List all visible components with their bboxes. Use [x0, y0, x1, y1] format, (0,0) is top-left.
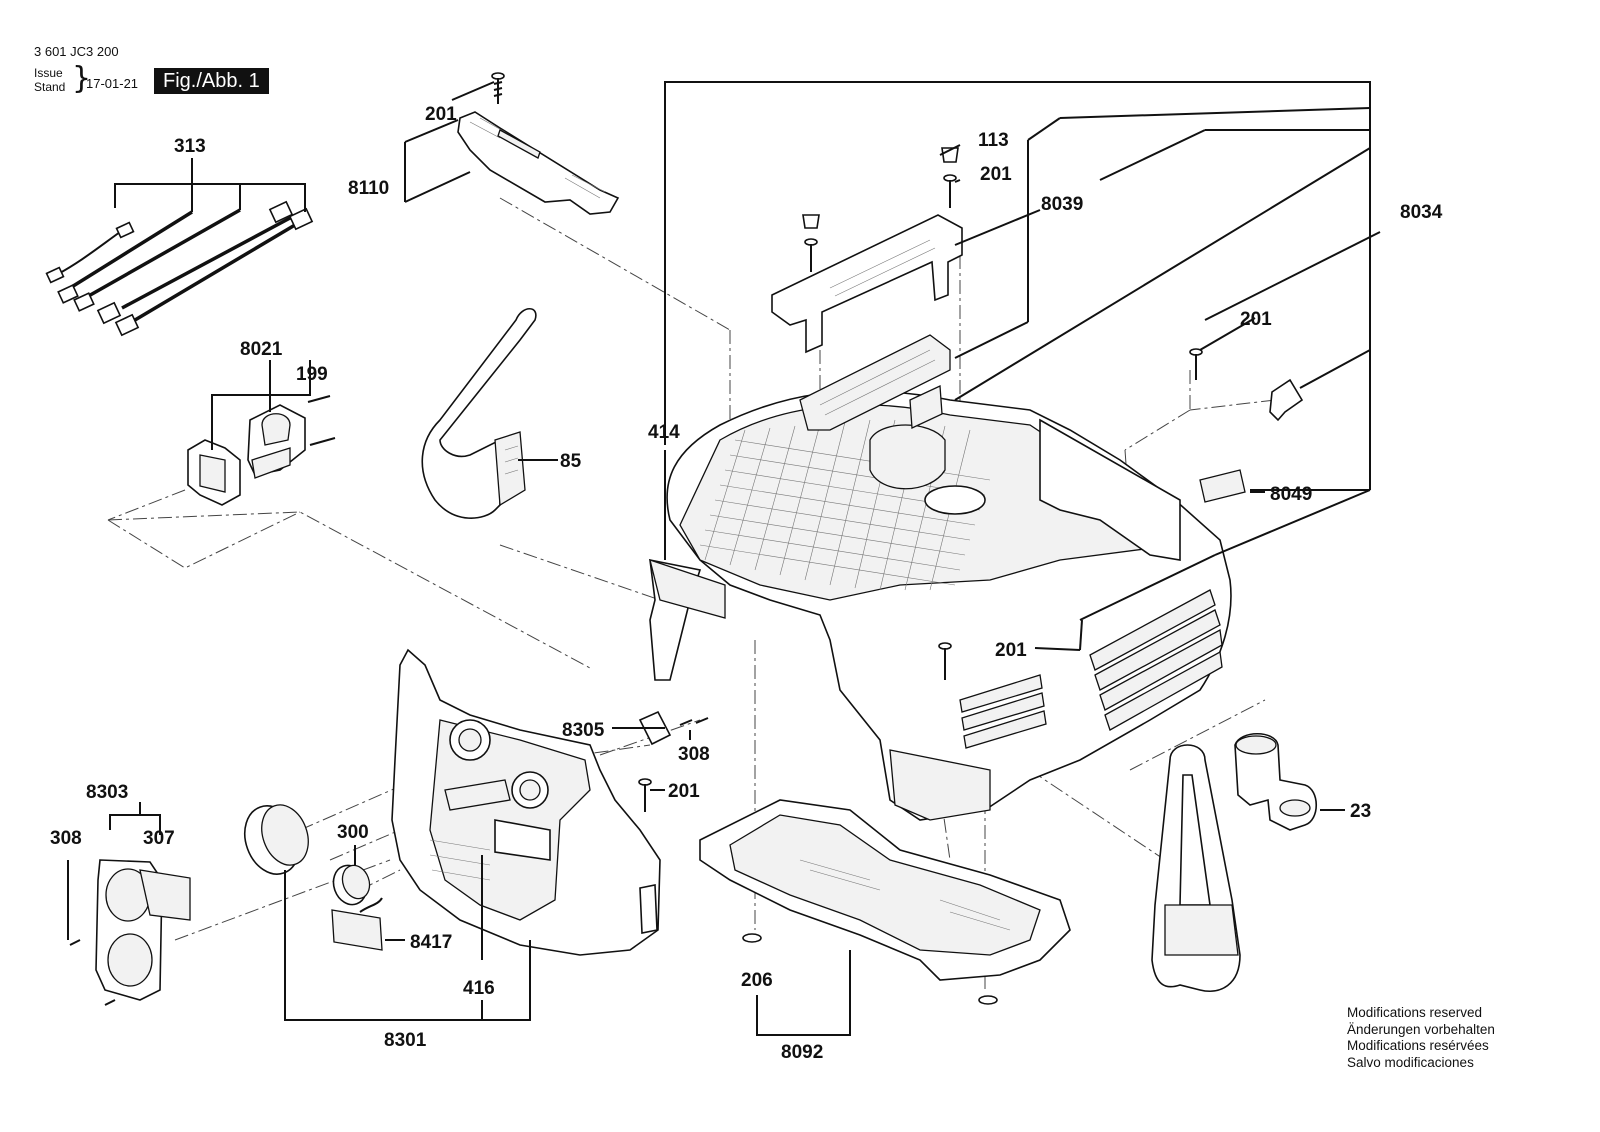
figure-badge: Fig./Abb. 1 [154, 68, 269, 94]
label-8301: 8301 [384, 1030, 427, 1051]
leader-lines [67, 81, 1381, 1036]
label-8034: 8034 [1400, 202, 1443, 223]
label-201-mid: 201 [995, 640, 1027, 661]
label-300: 300 [337, 822, 369, 843]
issue-date: 17-01-21 [86, 76, 139, 91]
carry-handle-8039 [771, 214, 963, 431]
note-en: Modifications reserved [1347, 1005, 1483, 1020]
latch-414 [649, 558, 726, 681]
screw-201-mid [938, 642, 952, 680]
note-fr: Modifications resérvées [1347, 1038, 1489, 1053]
part-number-labels: 313 201 8110 113 201 8039 8034 201 8049 … [50, 104, 1443, 1063]
label-8110: 8110 [348, 178, 389, 199]
main-housing-8034 [666, 390, 1232, 821]
label-414: 414 [648, 422, 680, 443]
label-307: 307 [143, 828, 175, 849]
label-8049: 8049 [1270, 484, 1312, 505]
note-de: Änderungen vorbehalten [1347, 1021, 1495, 1037]
knob-300 [332, 864, 371, 906]
label-201-right: 201 [1240, 309, 1272, 330]
label-201-top: 201 [425, 104, 457, 125]
label-313: 313 [174, 136, 206, 157]
label-416: 416 [463, 978, 495, 999]
housing-grid [699, 419, 991, 591]
note-es: Salvo modificaciones [1347, 1054, 1474, 1070]
issue-label: Issue Stand [34, 66, 65, 94]
label-8417: 8417 [410, 932, 452, 953]
label-8092: 8092 [781, 1042, 823, 1063]
issue-label-en: Issue [34, 66, 63, 80]
issue-label-de: Stand [34, 80, 66, 94]
label-8021: 8021 [240, 339, 283, 360]
label-201-handle: 201 [980, 164, 1012, 185]
label-206: 206 [741, 970, 773, 991]
label-201-lower: 201 [668, 781, 700, 802]
cable-set-313 [45, 200, 314, 337]
switch-8021 [187, 395, 336, 506]
washer-206-set [742, 933, 998, 1005]
label-8305: 8305 [562, 720, 605, 741]
holder-23 [1234, 733, 1318, 831]
clip-and-label-right [1189, 348, 1304, 503]
cover-strip-8110 [457, 111, 620, 215]
label-308-mid: 308 [678, 744, 710, 765]
label-23: 23 [1350, 801, 1371, 822]
housing-vent-slots [959, 589, 1223, 749]
screw-201-lower [638, 778, 652, 812]
base-plate-8092 [699, 799, 1071, 981]
label-8303: 8303 [86, 782, 128, 803]
hose-handle [1151, 744, 1241, 992]
label-199: 199 [296, 364, 328, 385]
label-8039: 8039 [1041, 194, 1083, 215]
hose-hook-85 [421, 307, 537, 519]
document-number: 3 601 JC3 200 [34, 44, 119, 59]
front-panel-8301 [391, 648, 661, 956]
label-113: 113 [978, 130, 1009, 151]
brace-icon: } [72, 61, 92, 96]
socket-8303 [69, 859, 191, 1006]
label-85: 85 [560, 451, 582, 472]
label-308-left: 308 [50, 828, 82, 849]
screw-201-top [491, 72, 505, 104]
knob-416 [243, 804, 309, 875]
label-8417 [331, 897, 383, 951]
modification-notes: Modifications reserved Änderungen vorbeh… [1347, 1005, 1567, 1071]
document-header: 3 601 JC3 200 Issue Stand } 17-01-21 Fig… [34, 44, 294, 104]
